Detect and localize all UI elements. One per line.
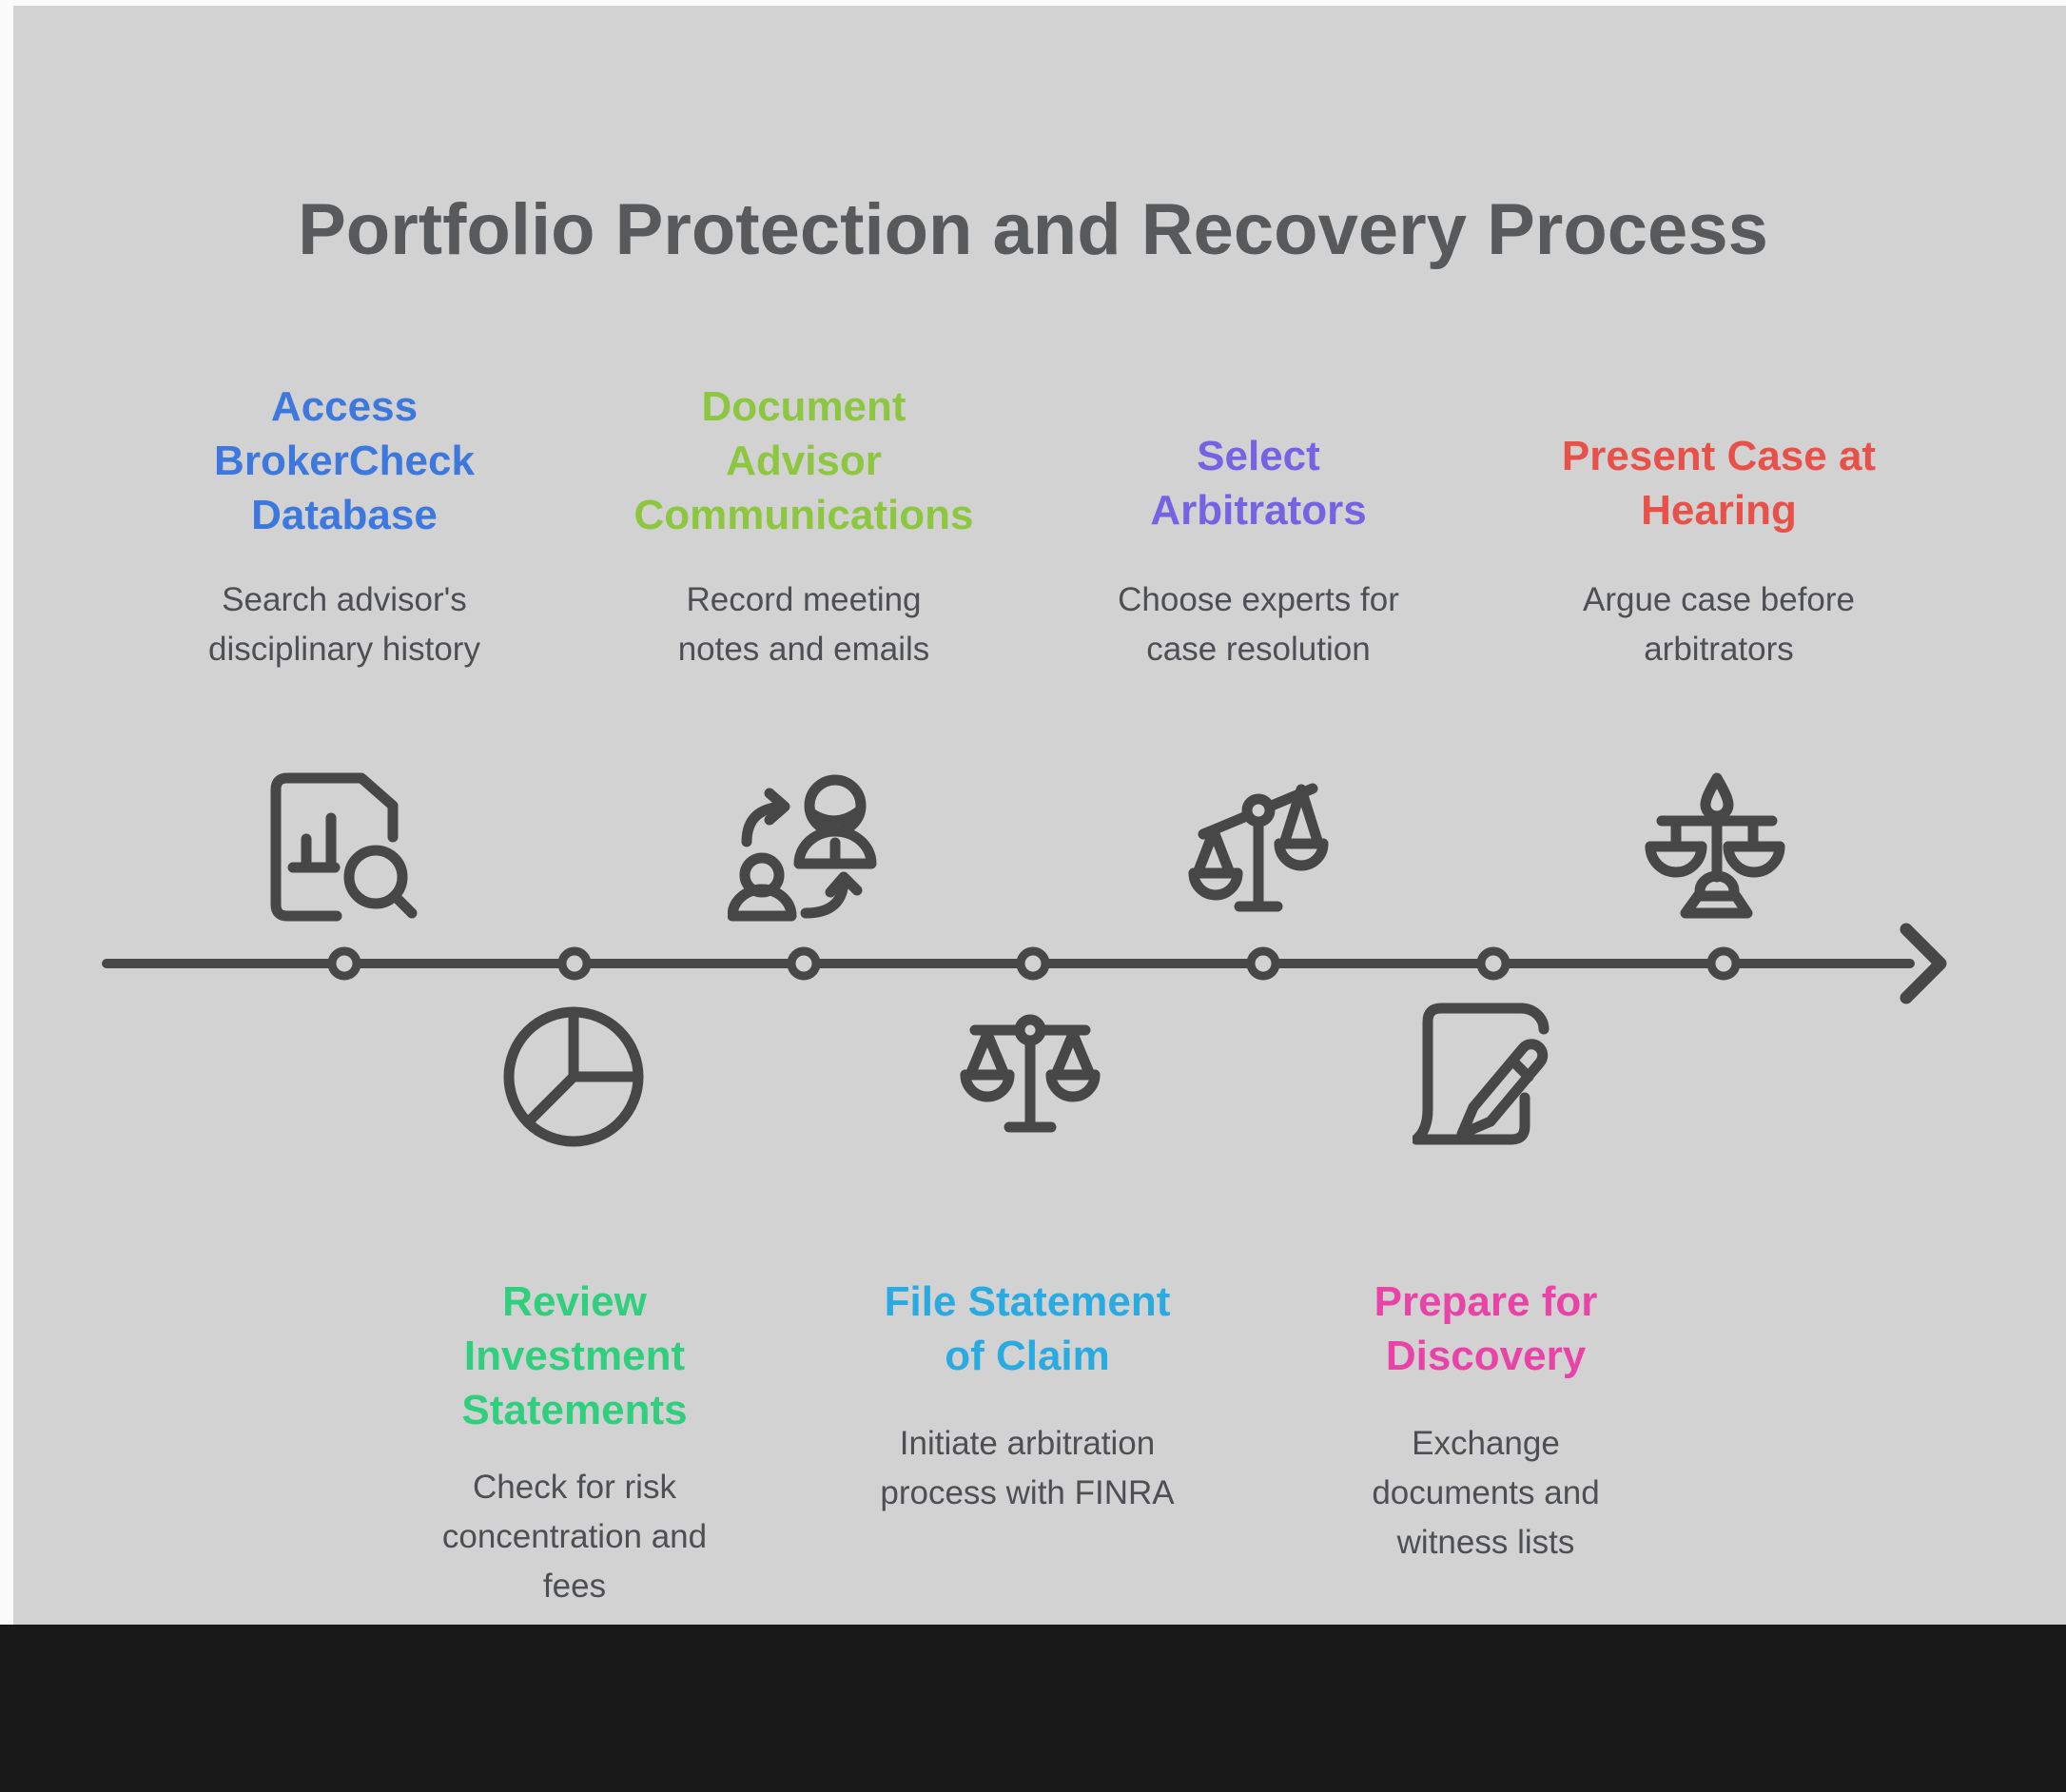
step-title-line: Communications: [633, 492, 974, 538]
step-title-document-communications: Document Advisor Communications: [594, 380, 1013, 542]
step-title-line: File Statement: [884, 1278, 1171, 1325]
step-desc-line: Argue case before: [1582, 581, 1855, 618]
step-desc-line: concentration and: [441, 1518, 708, 1555]
step-title-line: BrokerCheck: [214, 438, 475, 484]
step-desc-line: process with FINRA: [880, 1474, 1175, 1511]
step-title-review-statements: Review Investment Statements: [365, 1275, 784, 1437]
scales-tilted-icon: [1188, 783, 1329, 912]
step-desc-line: Choose experts for: [1118, 581, 1399, 618]
step-description-access-brokercheck: Search advisor's disciplinary history: [135, 575, 554, 674]
step-desc-line: witness lists: [1396, 1524, 1575, 1561]
step-desc-line: case resolution: [1146, 631, 1371, 668]
step-title-line: Statements: [461, 1387, 688, 1433]
step-title-line: Prepare for: [1374, 1278, 1598, 1325]
step-title-select-arbitrators: Select Arbitrators: [1049, 429, 1468, 537]
step-description-document-communications: Record meeting notes and emails: [594, 575, 1013, 674]
step-title-access-brokercheck: Access BrokerCheck Database: [135, 380, 554, 542]
step-description-select-arbitrators: Choose experts for case resolution: [1049, 575, 1468, 674]
pie-chart-icon: [503, 1006, 644, 1147]
step-title-line: Discovery: [1385, 1333, 1587, 1379]
step-title-prepare-discovery: Prepare for Discovery: [1277, 1275, 1695, 1383]
step-description-prepare-discovery: Exchange documents and witness lists: [1277, 1419, 1695, 1568]
people-exchange-icon: [728, 774, 877, 922]
step-desc-line: Search advisor's: [222, 581, 467, 618]
step-title-line: Present Case at: [1561, 433, 1877, 479]
step-title-present-case: Present Case at Hearing: [1510, 429, 1928, 537]
step-title-line: Arbitrators: [1150, 487, 1367, 534]
step-desc-line: documents and: [1372, 1474, 1600, 1511]
letterbox-bar: [0, 1625, 2066, 1792]
step-desc-line: disciplinary history: [208, 631, 480, 668]
step-title-line: Database: [251, 492, 438, 538]
scales-balanced-icon: [960, 1014, 1101, 1133]
step-title-line: Investment: [463, 1333, 686, 1379]
step-title-line: Review: [502, 1278, 647, 1325]
step-title-line: Select: [1197, 433, 1320, 479]
step-desc-line: arbitrators: [1644, 631, 1794, 668]
step-title-line: Document: [701, 383, 906, 430]
page-title: Portfolio Protection and Recovery Proces…: [298, 189, 1768, 270]
step-description-present-case: Argue case before arbitrators: [1510, 575, 1928, 674]
step-title-line: of Claim: [945, 1333, 1110, 1379]
step-desc-line: fees: [542, 1568, 607, 1605]
step-title-file-claim: File Statement of Claim: [818, 1275, 1237, 1383]
step-desc-line: notes and emails: [677, 631, 930, 668]
step-description-file-claim: Initiate arbitration process with FINRA: [818, 1419, 1237, 1518]
step-title-line: Advisor: [726, 438, 882, 484]
step-title-line: Hearing: [1641, 487, 1797, 534]
step-description-review-statements: Check for risk concentration and fees: [365, 1463, 784, 1611]
step-desc-line: Initiate arbitration: [899, 1425, 1156, 1462]
step-desc-line: Check for risk: [473, 1469, 676, 1506]
scales-ornate-icon: [1645, 772, 1785, 919]
step-title-line: Access: [270, 383, 419, 430]
step-desc-line: Record meeting: [686, 581, 922, 618]
step-desc-line: Exchange: [1412, 1425, 1560, 1462]
document-search-icon: [270, 772, 418, 922]
document-pencil-icon: [1413, 1003, 1550, 1145]
